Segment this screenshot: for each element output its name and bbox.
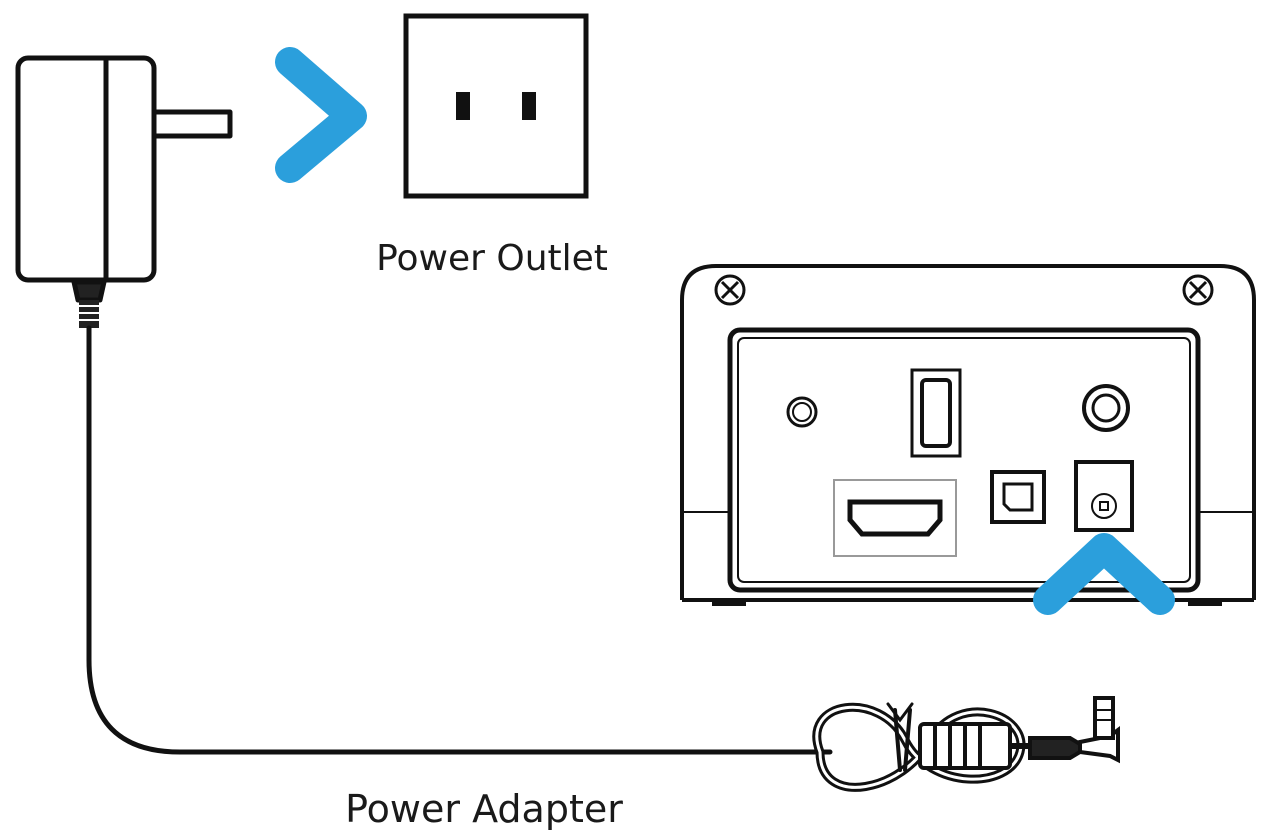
hdmi-port [833, 479, 957, 557]
power-adapter-plug [15, 55, 233, 328]
chevron-right-icon [275, 47, 367, 183]
device-rear-panel [680, 264, 1256, 606]
outlet-label: Power Outlet [376, 238, 608, 279]
reset-button-port [786, 396, 818, 428]
dc-barrel-plug [918, 696, 1120, 770]
dc-power-port [1074, 460, 1134, 532]
screw-left [714, 274, 746, 306]
chevron-up-icon [1033, 533, 1175, 615]
screw-right [1182, 274, 1214, 306]
cable-loop [812, 702, 1026, 792]
audio-jack-port [1082, 384, 1130, 432]
power-cable [86, 325, 833, 755]
usb-port [910, 368, 962, 458]
optical-port [990, 470, 1046, 524]
adapter-label: Power Adapter [345, 787, 623, 831]
power-outlet [403, 13, 589, 199]
